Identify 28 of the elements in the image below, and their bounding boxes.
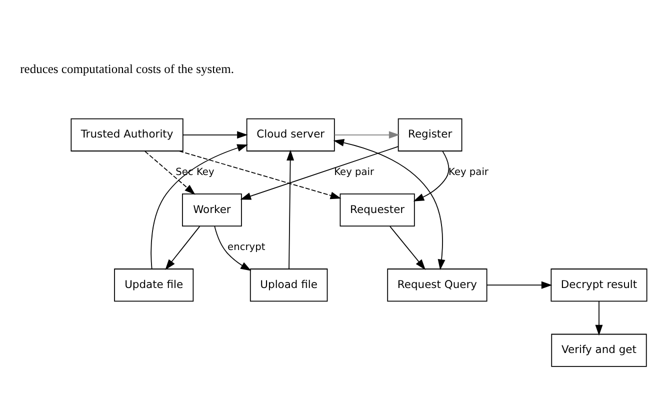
- arrow: [178, 150, 342, 199]
- node-box: Request Query: [387, 268, 488, 302]
- arrow: [182, 130, 248, 138]
- arrow: [240, 146, 399, 200]
- node-box: Decrypt result: [550, 268, 648, 302]
- node-box: Register: [398, 118, 462, 151]
- edge-label: encrypt: [228, 242, 266, 253]
- arrow: [486, 280, 552, 288]
- label: reduces computational costs of the system.: [20, 61, 234, 76]
- arrow: [165, 226, 200, 270]
- node-box: Cloud server: [246, 118, 335, 151]
- edge-label: Key pair: [334, 166, 374, 178]
- arrow: [144, 150, 196, 194]
- node-box: Update file: [114, 268, 194, 302]
- arrow: [214, 225, 252, 270]
- arrow: [286, 149, 294, 269]
- node-box: Trusted Authority: [70, 118, 184, 151]
- node-box: Verify and get: [551, 333, 647, 366]
- node-box: Worker: [182, 192, 242, 226]
- node-box: Requester: [340, 192, 415, 226]
- arrow: [333, 138, 446, 270]
- arrow: [390, 226, 426, 270]
- arrow: [334, 130, 400, 138]
- arrow: [595, 300, 603, 336]
- edge-label: Key pair: [448, 166, 488, 178]
- arrow: [413, 150, 450, 201]
- node-box: Upload file: [250, 268, 328, 302]
- arrow: [150, 144, 248, 269]
